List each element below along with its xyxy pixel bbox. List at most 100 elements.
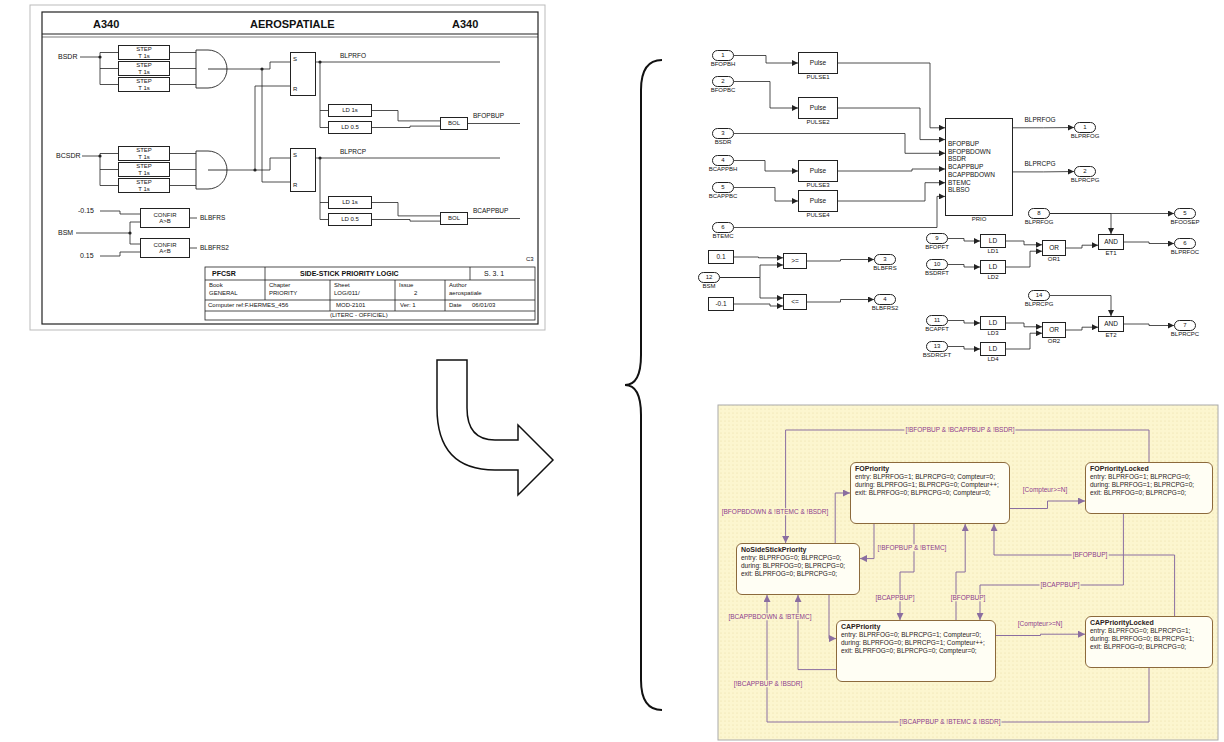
block-text: BCAPPBUP xyxy=(948,163,983,171)
node-text: STEP xyxy=(136,147,152,154)
connector xyxy=(838,108,945,140)
label-text: S. 3. 1 xyxy=(484,270,504,278)
logic-block: STEPT 1s xyxy=(118,61,170,76)
node-text: A<B xyxy=(159,248,171,255)
logic-block: SR xyxy=(290,148,316,192)
state-action: exit: BLPRFOG=0; BLPRCPG=0; xyxy=(1090,489,1208,497)
connector xyxy=(948,321,980,324)
port-block: 7BLPRCPC xyxy=(1168,320,1202,338)
logic-block: STEPT 1s xyxy=(118,146,170,161)
label-text: BLPRCP xyxy=(340,148,366,155)
label-text: PFCSR xyxy=(212,270,236,278)
stateflow-panel xyxy=(718,405,1218,740)
connector xyxy=(835,493,850,543)
logic-block: LD 1s xyxy=(328,104,372,117)
label-text: BSM xyxy=(58,229,73,237)
state-box: FOPriorityentry: BLPRFOG=1; BLPRCPG=0; C… xyxy=(850,462,1010,524)
node-text: BOL xyxy=(448,215,460,222)
state-action: during: BLPRFOG=0; BLPRCPG=0; xyxy=(741,562,855,570)
block-name: PULSE2 xyxy=(798,119,838,126)
block-text: LD xyxy=(989,263,997,271)
block-text: <= xyxy=(791,298,799,306)
logic-block: BOL xyxy=(440,117,468,130)
state-action: during: BLPRFOG=1; BLPRCPG=0; Compteur++… xyxy=(855,481,1005,489)
connector xyxy=(734,304,783,306)
port-block: 4BCAPPBH xyxy=(706,155,740,173)
port-name: BSDRCFT xyxy=(920,352,954,359)
port-number: 13 xyxy=(926,341,948,352)
block-name: LD1 xyxy=(980,248,1006,255)
port-name: BSDR xyxy=(706,139,740,146)
state-box: FOPriorityLockedentry: BLPRFOG=1; BLPRCP… xyxy=(1085,462,1213,514)
title-block xyxy=(265,267,470,311)
port-name: BLPRFOG xyxy=(1022,219,1056,226)
node-text: STEP xyxy=(136,163,152,170)
port-number: 14 xyxy=(1028,290,1050,301)
block-frame: LD xyxy=(980,342,1006,356)
port-number: 6 xyxy=(1174,238,1196,249)
node-text: R xyxy=(293,182,297,189)
logic-block: LD 0.5 xyxy=(328,213,372,226)
port-number: 10 xyxy=(926,259,948,270)
connector xyxy=(734,257,783,259)
connector xyxy=(994,524,1175,616)
logic-block: LDLD1 xyxy=(980,234,1006,255)
node-text: STEP xyxy=(136,62,152,69)
edge-label: [BCAPPBUP] xyxy=(1039,581,1080,588)
and-gate xyxy=(196,151,227,189)
logic-block: LD 1s xyxy=(328,196,372,209)
port-name: BFOOSEP xyxy=(1168,219,1202,226)
node-text: T 1s xyxy=(138,69,150,76)
label-text: A340 xyxy=(93,18,119,31)
port-number: 2 xyxy=(1074,166,1096,177)
label-text: GENERAL xyxy=(209,290,238,297)
port-name: BTEMC xyxy=(706,233,740,240)
port-block: 1BLPRFOG xyxy=(1068,122,1102,140)
connector xyxy=(720,265,783,278)
state-action: entry: BLPRFOG=1; BLPRCPG=0; Compteur=0; xyxy=(855,473,1005,481)
label-text: Author xyxy=(449,282,467,289)
node-text: STEP xyxy=(136,46,152,53)
port-number: 4 xyxy=(712,155,734,166)
connector xyxy=(900,524,914,620)
node-text: LD 0.5 xyxy=(341,216,359,223)
logic-wire xyxy=(316,62,500,128)
port-name: BLPRCPC xyxy=(1168,331,1202,338)
block-text: 0.1 xyxy=(716,253,725,261)
node-text: LD 1s xyxy=(342,199,358,206)
node-text: LD 0.5 xyxy=(341,124,359,131)
connector xyxy=(1124,242,1174,244)
block-text: BLBSO xyxy=(948,186,970,194)
transform-arrow xyxy=(437,360,553,495)
label-text: SIDE-STICK PRIORITY LOGIC xyxy=(300,270,399,278)
block-frame: AND xyxy=(1098,316,1124,332)
block-frame: OR xyxy=(1042,240,1066,256)
logic-block: STEPT 1s xyxy=(118,77,170,92)
logic-block: LD 0.5 xyxy=(328,121,372,134)
port-number: 5 xyxy=(1174,208,1196,219)
connector xyxy=(372,203,440,216)
label-text: aerospatiale xyxy=(449,290,482,297)
edge-label: [!BFOPBUP & !BTEMC] xyxy=(877,544,948,551)
state-name: FOPriorityLocked xyxy=(1090,465,1208,473)
and-gate xyxy=(196,50,227,88)
block-name: OR1 xyxy=(1042,256,1066,263)
port-name: BSM xyxy=(692,283,726,290)
label-text: (LITERC - OFFICIEL) xyxy=(330,312,388,319)
state-action: exit: BLPRFOG=0; BLPRCPG=0; xyxy=(741,570,855,578)
port-number: 11 xyxy=(926,315,948,326)
junction-dot xyxy=(98,55,321,234)
port-number: 1 xyxy=(712,50,734,61)
port-block: 1BFOPBH xyxy=(706,50,740,68)
logic-wire xyxy=(190,218,197,248)
block-text: -0.1 xyxy=(715,300,726,308)
label-text: Ver: 1 xyxy=(400,302,416,309)
block-frame: LD xyxy=(980,316,1006,330)
connector xyxy=(948,265,980,268)
block-text: Pulse xyxy=(810,167,826,175)
node-text: CONFIR xyxy=(154,242,177,249)
block-text: BFOPBDOWN xyxy=(948,148,991,156)
logic-block: STEPT 1s xyxy=(118,162,170,177)
node-text: STEP xyxy=(136,179,152,186)
